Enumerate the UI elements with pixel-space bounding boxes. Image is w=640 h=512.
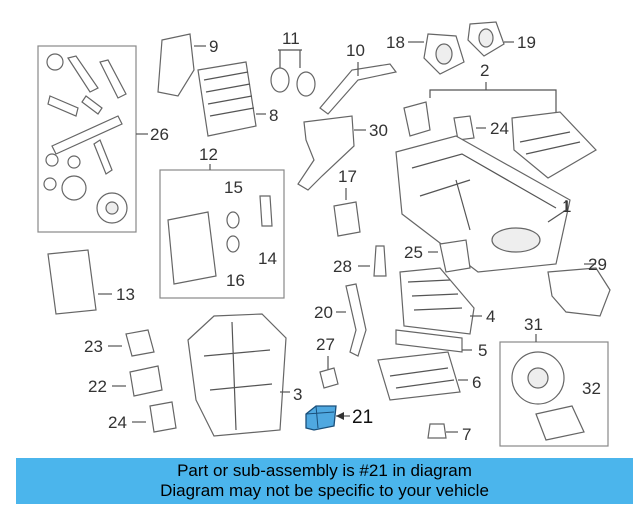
callout-1: 1 <box>562 197 571 216</box>
part-26-gear-hub <box>105 201 119 215</box>
part-20-hose <box>345 283 367 357</box>
part-12-valve-block <box>167 211 217 285</box>
part-13-filter <box>47 249 97 315</box>
part-26-rod <box>51 115 123 155</box>
callout-4: 4 <box>486 307 495 326</box>
callout-21: 21 <box>352 407 373 428</box>
callout-30: 30 <box>369 121 388 140</box>
part-18-hole <box>435 43 453 65</box>
part-30-bracket <box>297 115 355 191</box>
leader-1 <box>547 200 567 223</box>
callout-20: 20 <box>314 303 333 322</box>
callout-19: 19 <box>517 33 536 52</box>
part-22-clip <box>129 365 163 397</box>
part-21-module[interactable] <box>305 405 337 431</box>
part-26-link-b <box>81 95 103 115</box>
part-1-case-detail <box>411 153 557 231</box>
part-26-arm <box>93 139 113 175</box>
part-24-clip <box>453 115 475 141</box>
leader-21-arrow <box>336 412 344 420</box>
part-11-oring-b <box>296 71 316 97</box>
part-31-blower-hub <box>527 367 549 389</box>
banner-line-2: Diagram may not be specific to your vehi… <box>160 481 489 500</box>
box-31-frame <box>499 341 609 447</box>
part-2-clip-a <box>403 101 431 137</box>
part-14-sensor <box>259 195 273 227</box>
callout-5: 5 <box>478 341 487 360</box>
leader-11 <box>278 49 302 68</box>
callout-24-upper: 24 <box>490 119 509 138</box>
part-8-fins <box>203 71 255 117</box>
callout-28: 28 <box>333 257 352 276</box>
box-12-frame <box>159 169 285 299</box>
callout-14: 14 <box>258 249 277 268</box>
part-32-resistor <box>535 405 585 441</box>
part-4-heater-core <box>399 267 475 335</box>
callout-6: 6 <box>472 373 481 392</box>
part-26-clip-b <box>67 155 81 169</box>
callout-16: 16 <box>226 271 245 290</box>
part-26-lever-a <box>67 55 99 93</box>
part-26-clip-a <box>45 153 59 167</box>
callout-11: 11 <box>282 29 300 48</box>
part-10-pipe <box>319 63 398 115</box>
callout-26: 26 <box>150 125 169 144</box>
part-25-motor <box>439 239 471 273</box>
part-3-lower-case <box>187 313 287 437</box>
callout-29: 29 <box>588 255 607 274</box>
callout-32: 32 <box>582 379 601 398</box>
part-21-edges <box>305 405 335 429</box>
callout-3: 3 <box>293 385 302 404</box>
callout-31: 31 <box>524 315 543 334</box>
part-4-fins <box>407 279 463 311</box>
callout-9: 9 <box>209 37 218 56</box>
callout-13: 13 <box>116 285 135 304</box>
part-26-lever-b <box>99 59 127 99</box>
callout-18: 18 <box>386 33 405 52</box>
banner-line-1: Part or sub-assembly is #21 in diagram <box>177 461 472 480</box>
part-26-gear-a <box>61 175 87 201</box>
part-1-opening <box>491 227 541 253</box>
part-26-grommet <box>46 53 64 71</box>
callout-25: 25 <box>404 243 423 262</box>
part-24-lower-clip <box>149 401 177 433</box>
part-3-case-detail <box>203 321 273 431</box>
parts-diagram: 26 9 8 11 10 18 19 2 24 30 1 12 15 <box>37 21 611 447</box>
part-8-evaporator <box>197 61 257 137</box>
callout-17: 17 <box>338 167 357 186</box>
callout-15: 15 <box>224 178 243 197</box>
part-17-actuator <box>333 201 361 237</box>
part-27-sensor <box>319 367 339 389</box>
part-2-duct-grille <box>519 131 581 155</box>
part-26-clip-c <box>43 177 57 191</box>
callout-7: 7 <box>462 425 471 444</box>
part-group-26: 26 <box>37 45 169 233</box>
part-7-fastener <box>427 423 447 439</box>
part-11-oring-a <box>270 67 290 93</box>
part-21-highlighted[interactable]: 21 <box>305 405 373 431</box>
part-28-bolt <box>373 245 387 277</box>
part-2-duct <box>511 111 597 179</box>
callout-8: 8 <box>269 106 278 125</box>
callout-23: 23 <box>84 337 103 356</box>
box-26-frame <box>37 45 137 233</box>
part-29-duct <box>547 267 611 317</box>
callout-27: 27 <box>316 335 335 354</box>
leader-2 <box>429 82 557 116</box>
part-5-seal <box>395 329 463 353</box>
part-19-hole <box>478 28 494 48</box>
callout-2: 2 <box>480 61 489 80</box>
callout-10: 10 <box>346 41 365 60</box>
part-23-clip <box>125 329 155 357</box>
info-banner: Part or sub-assembly is #21 in diagram D… <box>16 458 633 504</box>
part-16-oring <box>226 235 240 253</box>
part-26-link-a <box>47 95 79 117</box>
callout-12: 12 <box>199 145 218 164</box>
part-15-oring <box>226 211 240 229</box>
callout-24-lower: 24 <box>108 413 127 432</box>
part-6-ribs <box>389 367 455 389</box>
callout-22: 22 <box>88 377 107 396</box>
part-9-bracket <box>157 33 195 97</box>
